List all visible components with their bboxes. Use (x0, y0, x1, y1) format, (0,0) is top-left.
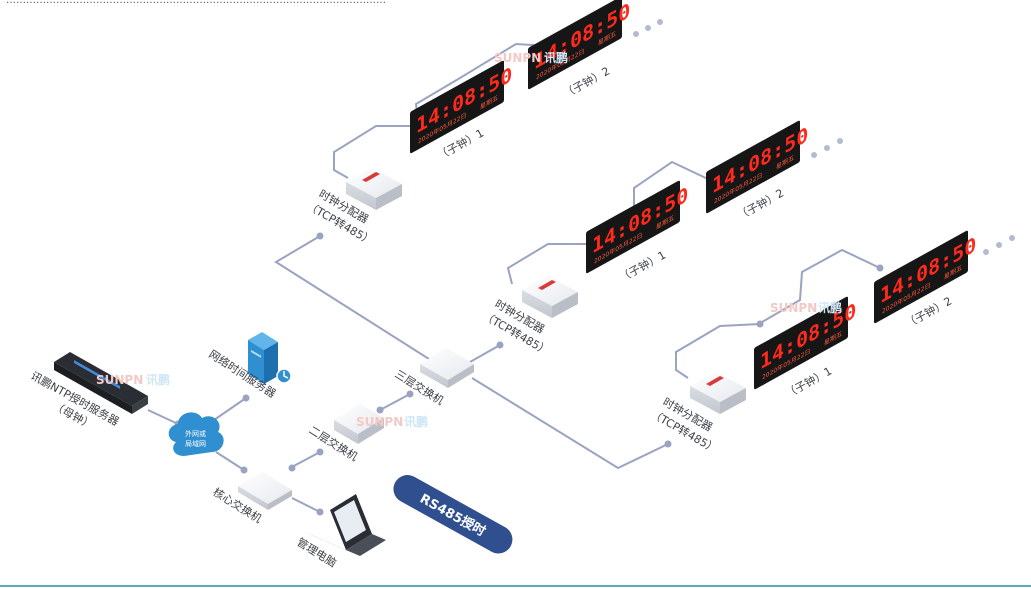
clock-distributor-2 (522, 276, 578, 318)
link-l2-l3 (379, 393, 411, 411)
link-dist3-clock2 (761, 248, 881, 323)
clock-row2-1-label: （子钟）1 (617, 248, 668, 285)
watermark-brand: SUNPN (96, 373, 143, 387)
time-server-icon (248, 332, 292, 384)
cloud-label-line2: 局域网 (185, 439, 206, 448)
watermark-brand: SUNPN (770, 301, 817, 315)
link-dist2-clock1 (506, 243, 590, 285)
link-l3-dist2 (469, 344, 501, 363)
watermark-cn: 讯鹏 (818, 300, 842, 315)
continuation-dots (633, 19, 1015, 255)
watermark-brand: SUNPN (494, 51, 541, 65)
watermark-cn: 讯鹏 (146, 372, 170, 387)
watermark-brand: SUNPN (356, 415, 403, 429)
connection-lines (147, 42, 881, 513)
link-core-l2 (289, 451, 321, 469)
sub-clock-row2-1: 14:08:50 2020年05月22日 星期五 (586, 180, 688, 274)
clock-row1-2-label: （子钟）2 (561, 64, 612, 101)
laptop-icon (300, 494, 386, 556)
rs485-badge: RS485授时 (393, 475, 513, 554)
link-dist3-clock1 (675, 323, 761, 379)
link-dist1-clock1 (333, 125, 416, 179)
link-ntp-cloud (147, 409, 179, 425)
ntp-server-rack (54, 352, 148, 414)
link-l3-dist1 (274, 235, 441, 367)
watermark-cn: 讯鹏 (544, 50, 568, 65)
admin-pc-label: 管理电脑 (294, 535, 339, 570)
cropped-top-text: …………………………………………………………………………………………………… (6, 0, 386, 6)
watermark-3: SUNPN 讯鹏 (770, 300, 842, 315)
sub-clock-row1-2: 14:08:50 2020年05月22日 星期五 (528, 0, 630, 90)
link-l3-dist3 (471, 377, 669, 470)
network-cloud-icon (168, 412, 224, 456)
l2-switch-icon (334, 404, 384, 444)
connector-dots (174, 42, 884, 516)
l3-switch-icon (420, 348, 474, 388)
watermark-1: SUNPN 讯鹏 (494, 50, 568, 65)
watermark-2: SUNPN 讯鹏 (356, 414, 428, 429)
clock-distributor-1 (346, 168, 402, 210)
watermark-4: SUNPN 讯鹏 (96, 372, 170, 387)
clock-distributor-3 (690, 372, 746, 414)
link-cloud-core (215, 451, 245, 471)
watermark-cn: 讯鹏 (404, 414, 428, 429)
core-switch-icon (238, 472, 292, 510)
link-cloud-timeserver (213, 397, 247, 421)
link-core-pc (291, 497, 321, 513)
cloud-label-line1: 外网或 (185, 429, 206, 438)
